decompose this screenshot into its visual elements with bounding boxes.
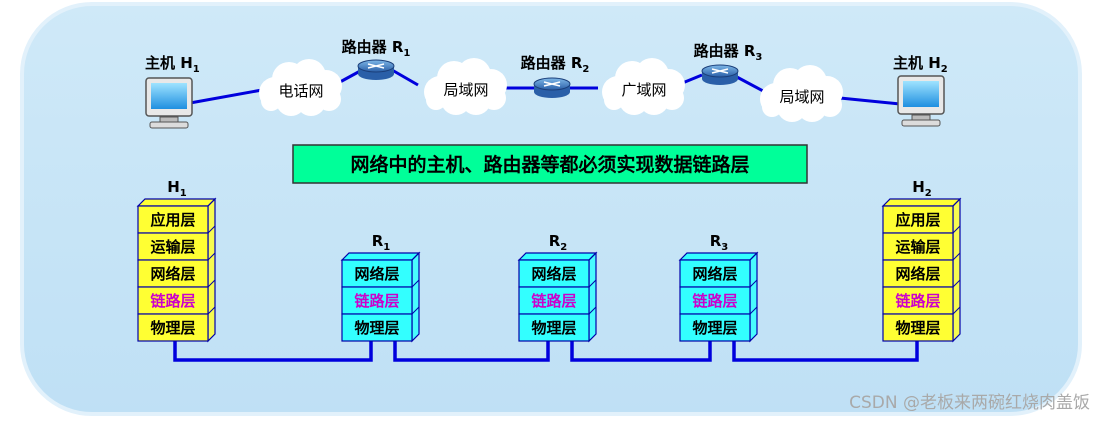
clouds: 电话网 局域网 广域网 局域网 [259, 58, 843, 122]
layer-box [341, 313, 413, 342]
router-2-icon [533, 77, 571, 98]
layer-label: 网络层 [895, 265, 940, 283]
host2-computer-icon [897, 75, 945, 127]
stack-2-title: R1 [372, 232, 391, 253]
router-3-icon [701, 64, 739, 85]
layer-box [518, 313, 590, 342]
host1-label: 主机 H1 [145, 54, 200, 75]
layer-label: 物理层 [531, 319, 576, 337]
layer-box [137, 313, 209, 342]
host2-label: 主机 H2 [893, 54, 948, 75]
layer-label: 应用层 [895, 211, 940, 229]
layer-label: 网络层 [354, 265, 399, 283]
layer-box [882, 259, 954, 288]
layer-label: 网络层 [150, 265, 195, 283]
layer-box [882, 232, 954, 261]
cloud-label: 局域网 [779, 88, 824, 106]
layer-label: 应用层 [150, 211, 195, 229]
router-2-label: 路由器 R2 [521, 54, 590, 75]
layer-label: 网络层 [692, 265, 737, 283]
layer-label: 运输层 [150, 238, 195, 256]
physical-links [173, 341, 919, 362]
router-1-label: 路由器 R1 [342, 38, 411, 59]
cloud-label: 局域网 [443, 81, 488, 99]
router-3-label: 路由器 R3 [694, 42, 763, 63]
layer-label: 物理层 [692, 319, 737, 337]
cloud-2: 局域网 [424, 58, 507, 115]
host1-computer-icon [145, 77, 193, 129]
layer-box [137, 259, 209, 288]
layer-box [882, 313, 954, 342]
stack-5-title: H2 [912, 178, 932, 199]
cloud-3: 广域网 [602, 58, 685, 115]
protocol-stacks: 应用层运输层网络层链路层物理层H1网络层链路层物理层R1网络层链路层物理层R2网… [136, 178, 962, 343]
routers: 路由器 R1 路由器 R2 路由器 R3 [342, 38, 763, 98]
layer-label: 运输层 [895, 238, 940, 256]
layer-box [679, 259, 751, 288]
cloud-label: 广域网 [621, 81, 666, 99]
watermark: CSDN @老板来两碗红烧肉盖饭 [849, 393, 1090, 413]
layer-label: 网络层 [531, 265, 576, 283]
layer-box [518, 259, 590, 288]
layer-label: 物理层 [150, 319, 195, 337]
link-layer-label: 链路层 [895, 292, 940, 310]
cloud-1: 电话网 [259, 59, 342, 116]
link-layer-label: 链路层 [692, 292, 737, 310]
layer-box [679, 286, 751, 315]
banner: 网络中的主机、路由器等都必须实现数据链路层 [292, 144, 808, 184]
layer-label: 物理层 [354, 319, 399, 337]
router-1-icon [357, 59, 395, 80]
stack-1-title: H1 [167, 178, 187, 199]
cloud-label: 电话网 [278, 82, 323, 100]
link-layer-label: 链路层 [150, 292, 195, 310]
stack-4-title: R3 [710, 232, 729, 253]
stack-3-title: R2 [549, 232, 568, 253]
layer-box [137, 232, 209, 261]
link-layer-label: 链路层 [531, 292, 576, 310]
link-layer-label: 链路层 [354, 292, 399, 310]
layer-box [882, 286, 954, 315]
layer-label: 物理层 [895, 319, 940, 337]
layer-box [679, 313, 751, 342]
cloud-4: 局域网 [760, 65, 843, 122]
layer-box [341, 259, 413, 288]
banner-text: 网络中的主机、路由器等都必须实现数据链路层 [350, 153, 749, 176]
